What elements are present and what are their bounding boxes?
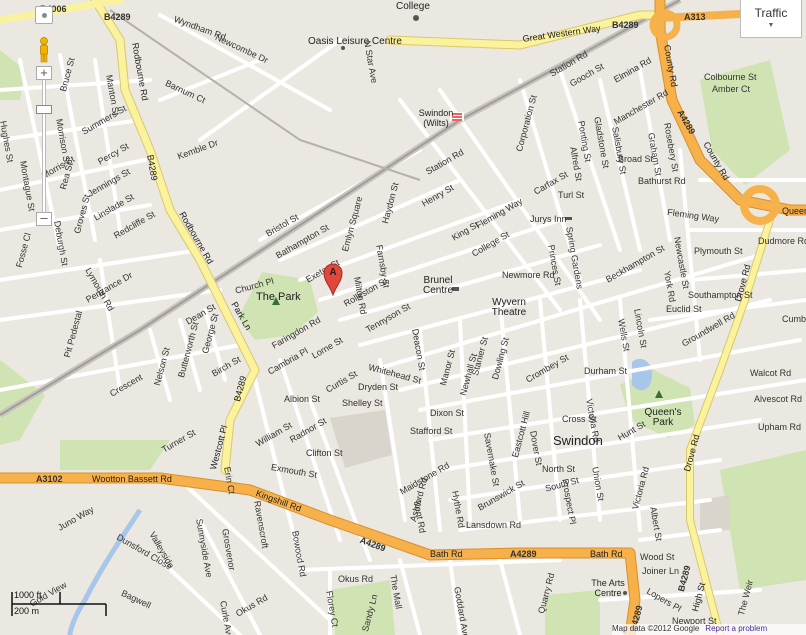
attribution-text: Map data ©2012 Google [612,624,700,633]
railway-line [0,0,681,416]
traffic-button[interactable]: Traffic ▼ [740,0,802,38]
label-b4006: B4006 [40,4,67,14]
label-albion-st: Albion St [284,394,321,404]
poi-brunel [452,287,459,291]
label-bath-rd-2: Bath Rd [590,549,623,559]
location-marker[interactable]: A [322,262,344,297]
label-b4289-gww: B4289 [612,20,639,30]
building-block [330,410,392,468]
label-dixon-st: Dixon St [430,408,465,418]
label-durham-st: Durham St [584,366,628,376]
zoom-slider-handle[interactable] [36,105,52,114]
label-north-st: North St [542,464,576,474]
road-a3102-a4289 [0,473,640,635]
label-bath-rd-1: Bath Rd [430,549,463,559]
poi-the-park-tree [272,297,280,305]
label-joiner-ln: Joiner Ln [642,566,680,576]
place-arts-centre: The Arts Centre [591,578,625,598]
label-bathurst-rd: Bathurst Rd [638,176,686,186]
label-alvescot-rd: Alvescot Rd [754,394,803,404]
road-b4006 [0,0,124,24]
label-a4289-bath: A4289 [510,549,537,559]
poi-jurys [565,217,572,220]
scale-bar: 1000 ft 200 m [10,590,120,620]
marker-letter: A [329,267,337,278]
label-a313: A313 [684,12,706,22]
traffic-label: Traffic [754,6,788,20]
label-newport-st-2: Newport St [672,616,717,626]
pegman-street-view-icon[interactable] [37,37,51,63]
place-swindon-wilts: Swindon (Wilts) [418,108,454,128]
label-wootton-bassett-rd: Wootton Bassett Rd [92,474,172,484]
water-queens-park-lake [632,358,652,391]
label-dudmore-rd: Dudmore Rd [758,236,806,246]
place-oasis-1: Oasis Leisure Centre [308,36,402,47]
label-amber-ct: Amber Ct [712,84,751,94]
label-wood-st: Wood St [640,552,675,562]
station-swindon [450,112,464,121]
poi-queens-park-tree [655,390,663,398]
place-wyvern-theatre: Wyvern Theatre [491,297,527,318]
pan-center-icon [42,13,47,18]
map-footer: Map data ©2012 Google Report a problem [612,624,806,635]
place-the-park: The Park [256,291,301,303]
label-plymouth-st: Plymouth St [694,246,743,256]
road-great-western-way [386,11,669,49]
zoom-slider-track[interactable] [42,80,46,214]
label-newmore-rd: Newmore Rd [502,270,555,280]
scale-metric: 200 m [14,606,40,616]
zoom-out-button[interactable]: – [36,211,52,226]
pan-control[interactable] [35,6,53,24]
place-swindon: Swindon [553,433,603,448]
label-cumb: Cumb [782,314,806,324]
label-b4289-top: B4289 [104,12,131,22]
building-block-2 [700,495,730,532]
park-south-west [60,440,170,470]
poi-oasis [341,46,345,50]
label-clifton-st: Clifton St [306,448,343,458]
label-queens: Queen [782,206,806,216]
label-cross-st: Cross St [562,414,597,424]
road-drove-rd [687,217,773,635]
chevron-down-icon: ▼ [767,22,775,29]
place-queens-park: Queen's Park [644,407,682,428]
park-south [330,580,395,635]
park-south-2 [545,590,600,635]
park-the-park [238,272,318,340]
roundabout-north [649,9,681,41]
label-dryden-st: Dryden St [358,382,399,392]
park-north-east [700,60,790,185]
road-b4289-west [91,0,259,474]
label-broad-st: Broad St [618,154,654,164]
label-southampton-st: Southampton St [688,290,753,300]
poi-college [413,15,419,21]
water-canal [67,508,143,635]
label-a3102: A3102 [36,474,63,484]
place-brunel-centre: Brunel Centre [422,275,453,296]
scale-imperial: 1000 ft [14,590,42,600]
zoom-in-button[interactable]: + [36,66,52,80]
label-jurys-inn: Jurys Inn [530,214,567,224]
poi-arts-centre [623,591,627,595]
scale-bar-lines [11,592,107,616]
label-shelley-st: Shelley St [342,398,383,408]
label-upham-rd: Upham Rd [758,422,802,432]
label-okus-rd-2: Okus Rd [338,574,374,584]
park-south-east [720,450,806,590]
railway-branch [109,9,421,181]
marker-pin-icon [323,263,343,297]
label-lansdown-rd: Lansdown Rd [466,520,522,530]
label-turl-st: Turl St [558,190,585,200]
roundabout-east [740,185,780,225]
label-colbourne-st: Colbourne St [704,72,757,82]
label-walcot-rd: Walcot Rd [750,368,792,378]
road-county-rd [655,0,806,215]
place-college: College [396,1,430,12]
label-stafford-st: Stafford St [410,426,453,436]
report-problem-link[interactable]: Report a problem [705,624,768,633]
label-euclid-st: Euclid St [666,304,702,314]
